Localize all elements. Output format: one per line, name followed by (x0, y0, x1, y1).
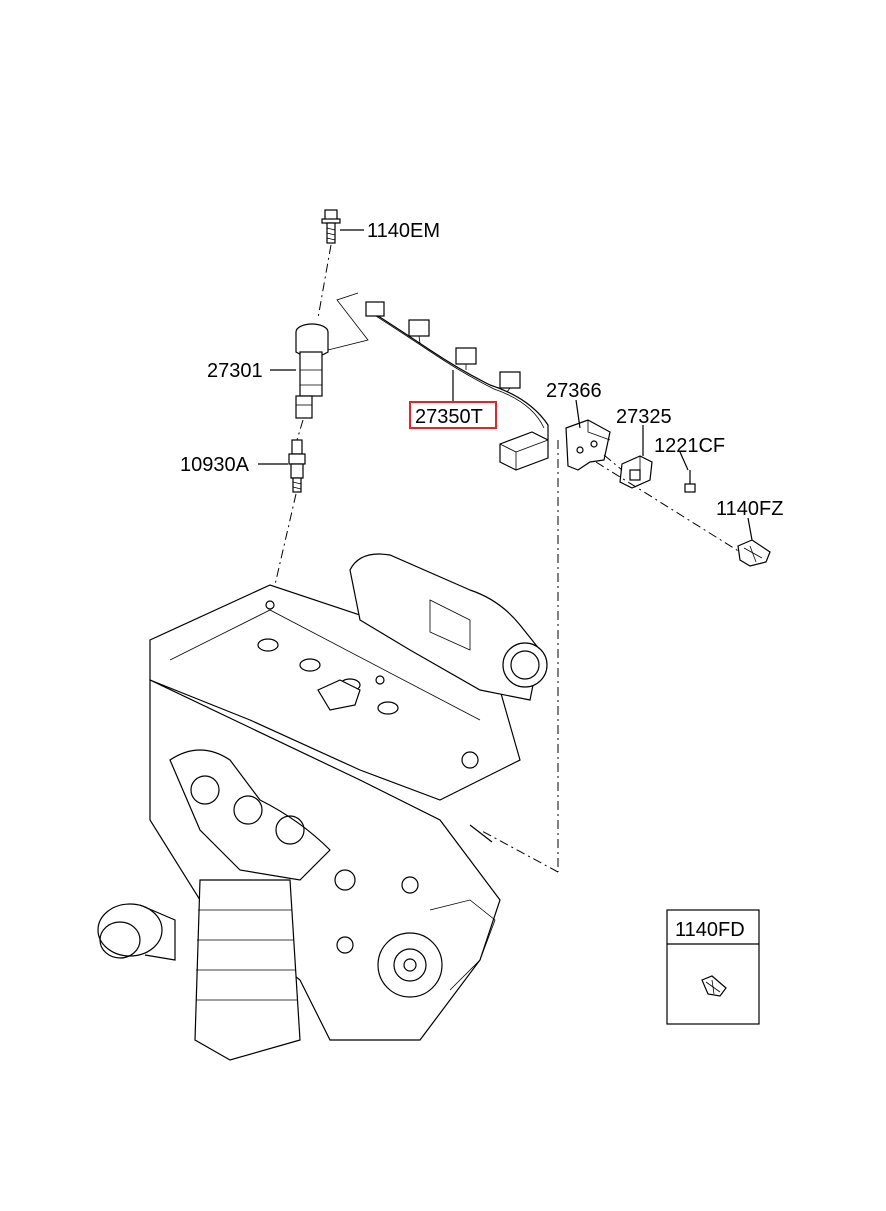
leader-27366 (575, 399, 581, 429)
axis-bracket-sensor (603, 454, 623, 471)
axis-bolt-coil (317, 244, 332, 319)
leader-1140fz (747, 517, 753, 541)
bolt-1140fd-icon[interactable] (701, 975, 727, 997)
leader-1221cf (679, 451, 689, 471)
coil-harness-link (327, 292, 369, 351)
label-1140em[interactable]: 1140EM (367, 220, 440, 242)
spark-plug-icon[interactable] (288, 439, 306, 493)
engine-assembly-icon (97, 553, 548, 1061)
ignition-coil-icon[interactable] (295, 323, 329, 419)
wiring-harness-icon[interactable] (365, 301, 549, 471)
label-27350t[interactable]: 27350T (415, 406, 483, 428)
bolt-1140em-icon[interactable] (321, 209, 341, 244)
bolt-1221cf-icon[interactable] (684, 470, 696, 493)
label-1221cf[interactable]: 1221CF (654, 435, 725, 457)
sensor-icon[interactable] (619, 455, 653, 489)
label-27301[interactable]: 27301 (207, 360, 263, 382)
axis-harness-engine-2 (479, 829, 559, 873)
label-1140fz[interactable]: 1140FZ (716, 498, 783, 520)
label-27325[interactable]: 27325 (616, 406, 672, 428)
label-10930a[interactable]: 10930A (180, 454, 250, 476)
axis-coil-plug (296, 419, 304, 441)
inset-1140fd (666, 909, 760, 1025)
highlight-box-27350t (409, 401, 497, 429)
axis-bracket-bolt (595, 461, 741, 553)
inset-label-1140fd[interactable]: 1140FD (675, 919, 745, 941)
bolt-1140fz-icon[interactable] (737, 539, 771, 567)
bracket-icon[interactable] (565, 419, 611, 471)
label-27366[interactable]: 27366 (546, 380, 602, 402)
